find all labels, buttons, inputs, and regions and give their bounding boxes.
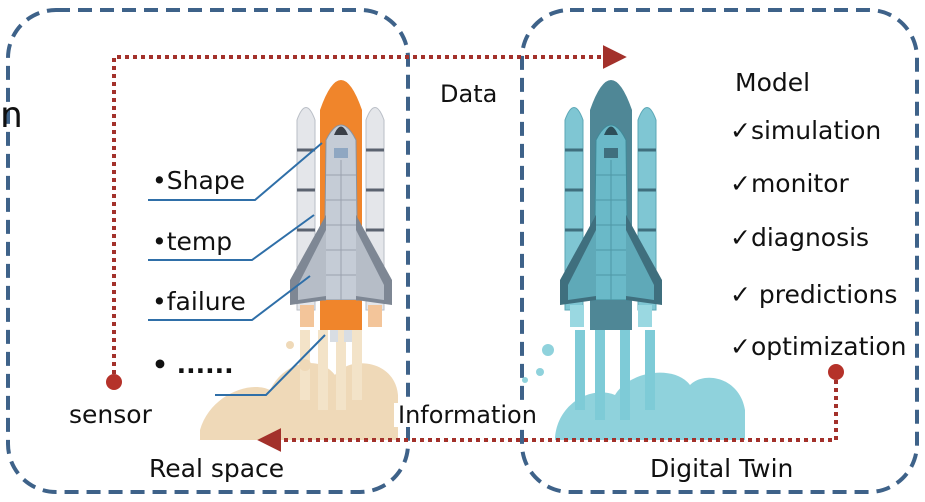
sensor-node bbox=[106, 374, 122, 390]
bullet-shape: •Shape bbox=[152, 166, 246, 195]
model-item-optimization: ✓optimization bbox=[730, 332, 907, 361]
information-flow-label: Information bbox=[394, 403, 541, 427]
cut-off-text: n bbox=[0, 95, 23, 136]
real-space-caption: Real space bbox=[145, 456, 289, 481]
twin-rocket-image bbox=[522, 80, 745, 440]
model-item-monitor: ✓monitor bbox=[730, 169, 849, 198]
information-flow-arrow bbox=[257, 372, 838, 452]
bullet-ellipsis: • ...... bbox=[152, 350, 234, 379]
model-item-diagnosis: ✓diagnosis bbox=[730, 223, 870, 252]
digital-twin-caption: Digital Twin bbox=[646, 456, 798, 481]
sensor-label: sensor bbox=[69, 400, 152, 429]
model-item-predictions: ✓ predictions bbox=[730, 280, 898, 309]
real-rocket-image bbox=[200, 80, 398, 440]
model-title: Model bbox=[735, 68, 811, 97]
bullet-failure: •failure bbox=[152, 287, 246, 316]
data-flow-label: Data bbox=[436, 82, 502, 106]
leader-lines bbox=[148, 142, 326, 396]
bullet-temp: •temp bbox=[152, 227, 233, 256]
twin-output-node bbox=[828, 364, 844, 380]
model-item-simulation: ✓simulation bbox=[730, 116, 882, 145]
real-space-panel bbox=[6, 8, 410, 494]
